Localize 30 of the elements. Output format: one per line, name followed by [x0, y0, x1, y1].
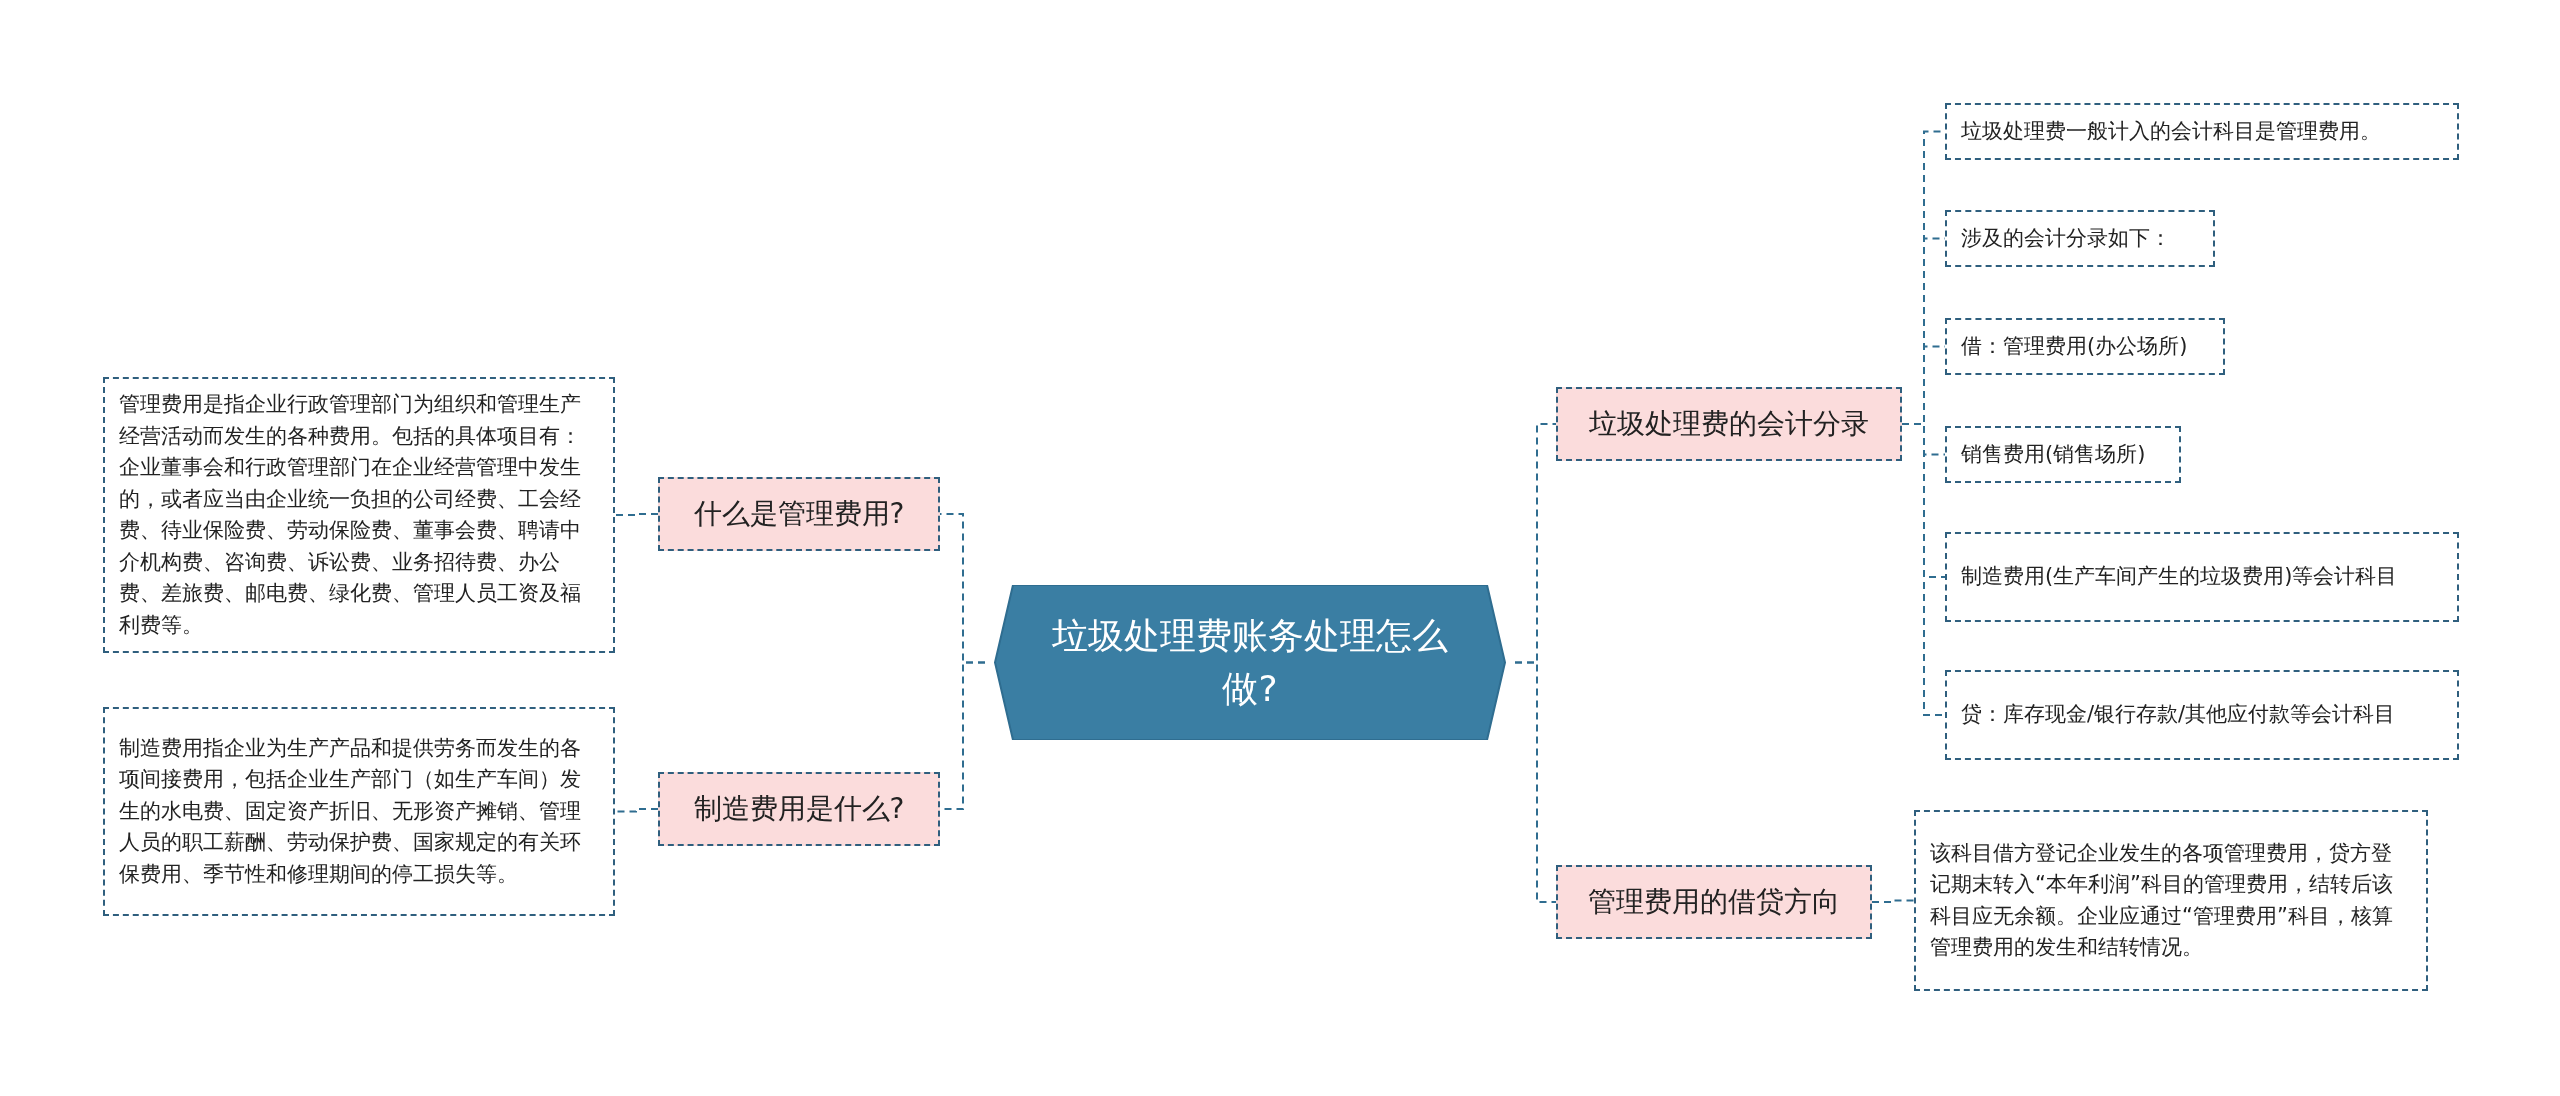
connector-line [1514, 661, 1557, 903]
note-text: 销售费用(销售场所) [1961, 440, 2146, 468]
topic-label: 什么是管理费用? [693, 496, 905, 532]
note-box [1945, 670, 2459, 760]
note-box [1945, 426, 2181, 483]
connector-line [1871, 899, 1915, 903]
topic-box [1556, 387, 1902, 461]
note-text: 制造费用指企业为生产产品和提供劳务而发生的各项间接费用，包括企业生产部门（如生产车间）发生的水电费、固定资产折旧、无形资产摊销、管理人员的职工薪酬、劳动保护费、国家规定的有关环保费用、季节性和修理期间的停工损失等。 [119, 734, 582, 888]
connector-line [614, 513, 659, 516]
note-text: 借：管理费用(办公场所) [1961, 332, 2188, 360]
note-text: 贷：库存现金/银行存款/其他应付款等会计科目 [1961, 701, 2396, 729]
note-text: 垃圾处理费一般计入的会计科目是管理费用。 [1961, 117, 2381, 145]
topic-label: 管理费用的借贷方向 [1588, 884, 1840, 920]
note-text: 该科目借方登记企业发生的各项管理费用，贷方登记期末转入“本年利润”科目的管理费用，结转后该科目应无余额。企业应通过“管理费用”科目，核算管理费用的发生和结转情况。 [1930, 839, 2394, 961]
note-box [1945, 210, 2215, 267]
topic-label: 制造费用是什么? [693, 791, 905, 827]
note-box [1945, 532, 2459, 622]
note-box [103, 377, 615, 653]
note-text: 制造费用(生产车间产生的垃圾费用)等会计科目 [1961, 563, 2398, 591]
note-box [1945, 103, 2459, 160]
note-text: 涉及的会计分录如下： [1961, 224, 2171, 252]
note-box [1914, 810, 2428, 991]
topic-box [1556, 865, 1872, 939]
topic-label: 垃圾处理费的会计分录 [1589, 406, 1869, 442]
topic-box [658, 772, 940, 846]
topic-box [658, 477, 940, 551]
note-box [1945, 318, 2225, 375]
note-text: 管理费用是指企业行政管理部门为组织和管理生产经营活动而发生的各种费用。包括的具体项目有：企业董事会和行政管理部门在企业经营管理中发生的，或者应当由企业统一负担的公司经费、工会经费、待业保险费、劳动保险费、董事会费、聘请中介机构费、咨询费、诉讼费、业务招待费、办公费、差旅费、邮电费、绿化费、管理人员工资及福利费等。 [119, 391, 582, 639]
topic-label: 垃圾处理费账务处理怎么做? [1051, 614, 1449, 711]
note-box [103, 707, 615, 916]
